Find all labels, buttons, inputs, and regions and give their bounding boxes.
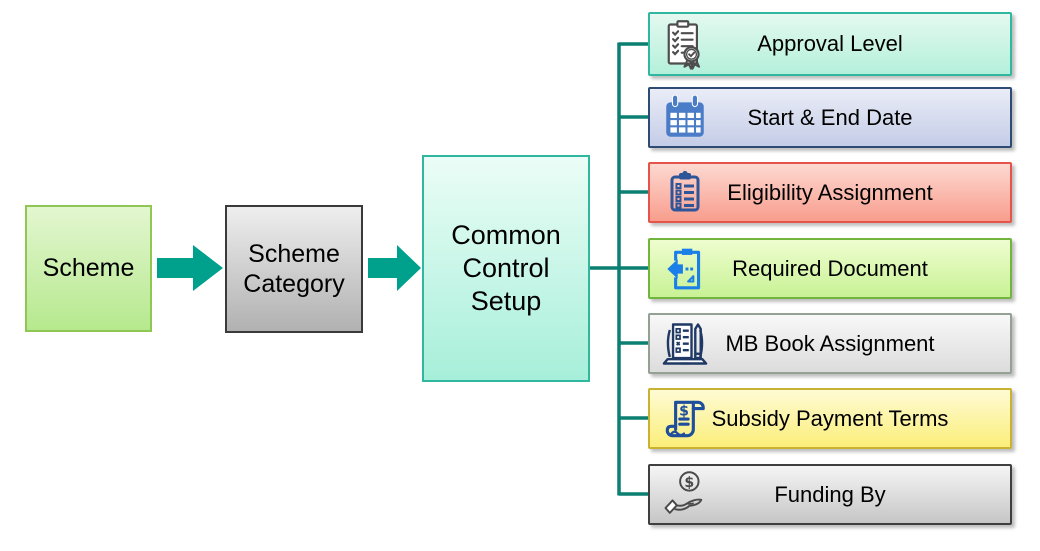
flow-arrow-2 <box>368 245 421 291</box>
item-required-document: Required Document <box>648 238 1012 299</box>
svg-text:$: $ <box>679 403 689 419</box>
item-eligibility-assignment: Eligibility Assignment <box>648 162 1012 223</box>
clipboard-checklist-icon <box>659 167 711 219</box>
item-label: Start & End Date <box>747 104 913 130</box>
ledger-book-pencil-icon <box>659 318 711 370</box>
item-label: MB Book Assignment <box>725 330 935 356</box>
node-common-control-setup-label: Common Control Setup <box>451 220 561 316</box>
document-return-arrow-icon <box>659 243 711 295</box>
item-funding-by: $ Funding By <box>648 464 1012 525</box>
node-scheme-label: Scheme <box>42 254 135 283</box>
item-label: Subsidy Payment Terms <box>711 405 949 431</box>
node-scheme-category-label: Scheme Category <box>243 239 345 299</box>
item-start-end-date: Start & End Date <box>648 87 1012 148</box>
node-scheme: Scheme <box>25 205 152 332</box>
dollar-scroll-icon: $ <box>659 393 711 445</box>
flow-arrow-1 <box>157 245 223 291</box>
item-subsidy-payment-terms: $ Subsidy Payment Terms <box>648 388 1012 449</box>
item-label: Required Document <box>732 255 928 281</box>
node-common-control-setup: Common Control Setup <box>422 155 590 382</box>
item-label: Approval Level <box>757 31 903 56</box>
item-approval-level: Approval Level <box>648 12 1012 76</box>
node-scheme-category: Scheme Category <box>225 205 363 333</box>
hand-coin-icon: $ <box>659 469 711 521</box>
item-label: Eligibility Assignment <box>727 179 933 205</box>
certificate-checklist-icon <box>659 18 711 70</box>
svg-text:$: $ <box>684 474 694 490</box>
calendar-icon <box>659 92 711 144</box>
item-label: Funding By <box>774 481 886 507</box>
item-mb-book-assignment: MB Book Assignment <box>648 313 1012 374</box>
